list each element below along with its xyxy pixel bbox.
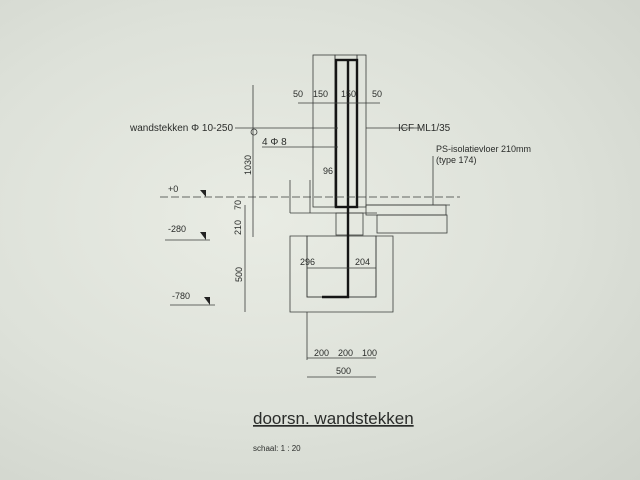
icf-wall [312, 54, 367, 209]
bars-label: 4 Φ 8 [262, 137, 287, 148]
floor-insulation-label: PS-isolatievloer 210mm [436, 144, 531, 154]
floor-type-label: (type 174) [436, 155, 477, 165]
drawing-title: doorsn. wandstekken [253, 409, 414, 428]
dim-top-3: 150 [341, 89, 356, 99]
dim-vert-210: 210 [233, 220, 243, 235]
wall-base [335, 212, 364, 236]
dim-footing-2: 204 [355, 257, 370, 267]
level-780: -780 [172, 291, 190, 301]
dim-footing-1: 296 [300, 257, 315, 267]
dimension-lines [160, 85, 460, 378]
dim-bottom-1: 200 [314, 348, 329, 358]
floor-slab [289, 180, 450, 234]
dim-bottom-2: 200 [338, 348, 353, 358]
dim-bottom-3: 100 [362, 348, 377, 358]
dim-height-total: 1030 [243, 155, 253, 175]
dim-vert-70: 70 [233, 200, 243, 210]
level-280: -280 [168, 224, 186, 234]
icf-label: ICF ML1/35 [398, 123, 451, 134]
dim-hook: 96 [323, 166, 333, 176]
wall-rebar-label: wandstekken Φ 10-250 [129, 123, 233, 134]
scale-label: schaal: 1 : 20 [253, 444, 301, 453]
dim-top-4: 50 [372, 89, 382, 99]
level-0: +0 [168, 184, 178, 194]
dim-bottom-total: 500 [336, 366, 351, 376]
dim-vert-500: 500 [234, 267, 244, 282]
dim-top-1: 50 [293, 89, 303, 99]
footing [289, 235, 394, 313]
dim-top-2: 150 [313, 89, 328, 99]
rebar [322, 60, 350, 299]
